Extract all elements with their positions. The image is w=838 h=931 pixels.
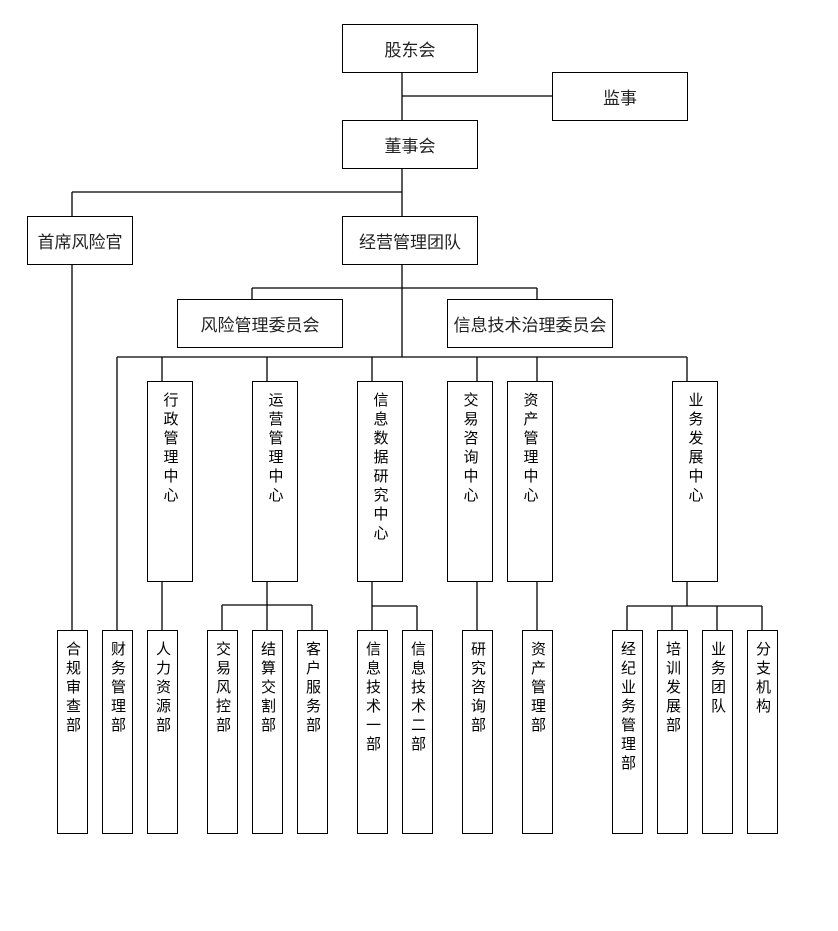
node-brokerage: 经纪业务管理部 bbox=[612, 630, 643, 834]
node-label: 信息技术二部 bbox=[409, 641, 427, 755]
node-label: 客户服务部 bbox=[304, 641, 322, 736]
node-cro: 首席风险官 bbox=[27, 216, 133, 265]
node-trade-consult-center: 交易咨询中心 bbox=[447, 381, 493, 582]
node-label: 董事会 bbox=[384, 137, 436, 157]
node-it-committee: 信息技术治理委员会 bbox=[447, 299, 613, 348]
node-settlement: 结算交割部 bbox=[252, 630, 283, 834]
node-label: 运营管理中心 bbox=[266, 392, 285, 506]
node-label: 经营管理团队 bbox=[359, 233, 461, 253]
node-compliance: 合规审查部 bbox=[57, 630, 88, 834]
node-management: 经营管理团队 bbox=[342, 216, 478, 265]
node-label: 分支机构 bbox=[754, 641, 772, 717]
node-data-center: 信息数据研究中心 bbox=[357, 381, 403, 582]
node-board: 董事会 bbox=[342, 120, 478, 169]
node-ops-center: 运营管理中心 bbox=[252, 381, 298, 582]
node-label: 资产管理中心 bbox=[521, 392, 540, 506]
node-trade-risk: 交易风控部 bbox=[207, 630, 238, 834]
node-label: 监事 bbox=[603, 89, 637, 109]
node-biz-team: 业务团队 bbox=[702, 630, 733, 834]
node-it-dept1: 信息技术一部 bbox=[357, 630, 388, 834]
node-finance: 财务管理部 bbox=[102, 630, 133, 834]
node-label: 经纪业务管理部 bbox=[619, 641, 637, 774]
node-supervisor: 监事 bbox=[552, 72, 688, 121]
node-label: 首席风险官 bbox=[37, 233, 123, 253]
node-it-dept2: 信息技术二部 bbox=[402, 630, 433, 834]
node-label: 合规审查部 bbox=[64, 641, 82, 736]
node-label: 信息技术一部 bbox=[364, 641, 382, 755]
node-branches: 分支机构 bbox=[747, 630, 778, 834]
node-label: 人力资源部 bbox=[154, 641, 172, 736]
node-label: 研究咨询部 bbox=[469, 641, 487, 736]
node-label: 资产管理部 bbox=[529, 641, 547, 736]
node-label: 风险管理委员会 bbox=[200, 316, 320, 336]
node-research: 研究咨询部 bbox=[462, 630, 493, 834]
node-label: 业务团队 bbox=[709, 641, 727, 717]
node-label: 培训发展部 bbox=[664, 641, 682, 736]
node-asset-mgmt: 资产管理部 bbox=[522, 630, 553, 834]
node-label: 财务管理部 bbox=[109, 641, 127, 736]
node-label: 结算交割部 bbox=[259, 641, 277, 736]
node-shareholders: 股东会 bbox=[342, 24, 478, 73]
node-label: 股东会 bbox=[384, 41, 436, 61]
node-admin-center: 行政管理中心 bbox=[147, 381, 193, 582]
node-label: 行政管理中心 bbox=[161, 392, 180, 506]
node-asset-center: 资产管理中心 bbox=[507, 381, 553, 582]
node-label: 信息数据研究中心 bbox=[371, 392, 390, 544]
node-customer-service: 客户服务部 bbox=[297, 630, 328, 834]
node-biz-dev-center: 业务发展中心 bbox=[672, 381, 718, 582]
node-label: 交易风控部 bbox=[214, 641, 232, 736]
node-label: 业务发展中心 bbox=[686, 392, 705, 506]
node-risk-committee: 风险管理委员会 bbox=[177, 299, 343, 348]
node-training: 培训发展部 bbox=[657, 630, 688, 834]
node-label: 交易咨询中心 bbox=[461, 392, 480, 506]
node-label: 信息技术治理委员会 bbox=[453, 316, 607, 336]
node-hr: 人力资源部 bbox=[147, 630, 178, 834]
